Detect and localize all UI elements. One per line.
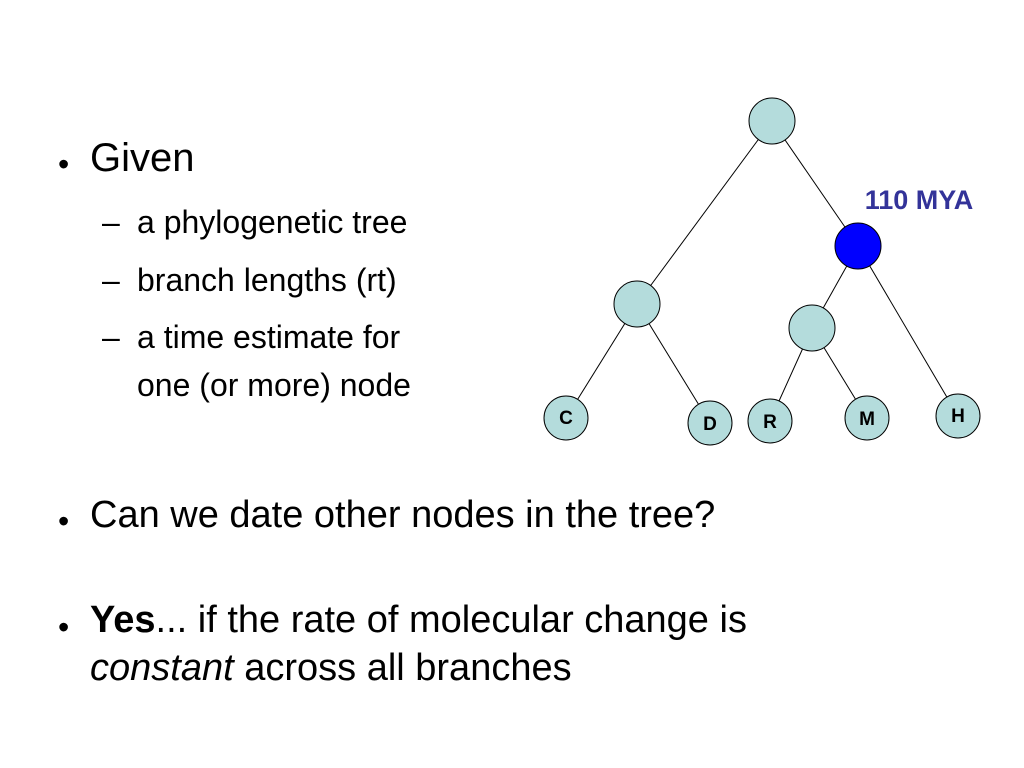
sub-dash: – xyxy=(102,204,120,240)
given-item-continuation: one (or more) node xyxy=(137,367,411,403)
calibrated-node xyxy=(834,222,882,270)
leaf-label-h: H xyxy=(951,406,965,427)
bullet-dot: • xyxy=(58,146,70,182)
constant-italic: constant xyxy=(90,647,234,689)
sub-dash: – xyxy=(102,262,120,298)
bullet-dot: • xyxy=(58,503,70,539)
leaf-node-r xyxy=(747,398,793,444)
edge-root-left xyxy=(636,120,773,305)
constant-line: constant across all branches xyxy=(90,647,572,691)
root-node xyxy=(748,97,796,145)
leaf-label-d: D xyxy=(703,414,717,435)
leaf-label-r: R xyxy=(763,412,777,433)
sub-dash: – xyxy=(102,319,120,355)
leaf-node-m xyxy=(844,395,890,441)
leaf-node-h xyxy=(935,393,981,439)
yes-line: Yes... if the rate of molecular change i… xyxy=(90,599,747,643)
yes-bold: Yes xyxy=(90,599,156,641)
leaf-labels: C D R M H xyxy=(559,406,965,435)
question-text: Can we date other nodes in the tree? xyxy=(90,494,716,536)
given-item-tree: a phylogenetic tree xyxy=(137,204,408,240)
inner-internal-node xyxy=(788,304,836,352)
yes-rest: ... if the rate of molecular change is xyxy=(155,599,747,641)
bullet-dot: • xyxy=(58,609,70,645)
leaf-node-d xyxy=(687,400,733,446)
leaf-node-c xyxy=(543,395,589,441)
constant-rest: across all branches xyxy=(233,647,572,689)
tree-edges xyxy=(565,120,959,424)
given-item-branch-lengths: branch lengths (rt) xyxy=(137,262,397,298)
calibration-label: 110 MYA xyxy=(865,185,974,215)
leaf-label-m: M xyxy=(859,409,875,430)
edge-calibrated-h xyxy=(857,245,959,417)
leaf-label-c: C xyxy=(559,408,573,429)
tree-nodes xyxy=(543,97,981,446)
given-heading: Given xyxy=(90,136,195,180)
edge-root-calibrated xyxy=(771,120,859,247)
given-item-time-estimate: a time estimate for xyxy=(137,319,401,355)
left-internal-node xyxy=(613,280,661,328)
